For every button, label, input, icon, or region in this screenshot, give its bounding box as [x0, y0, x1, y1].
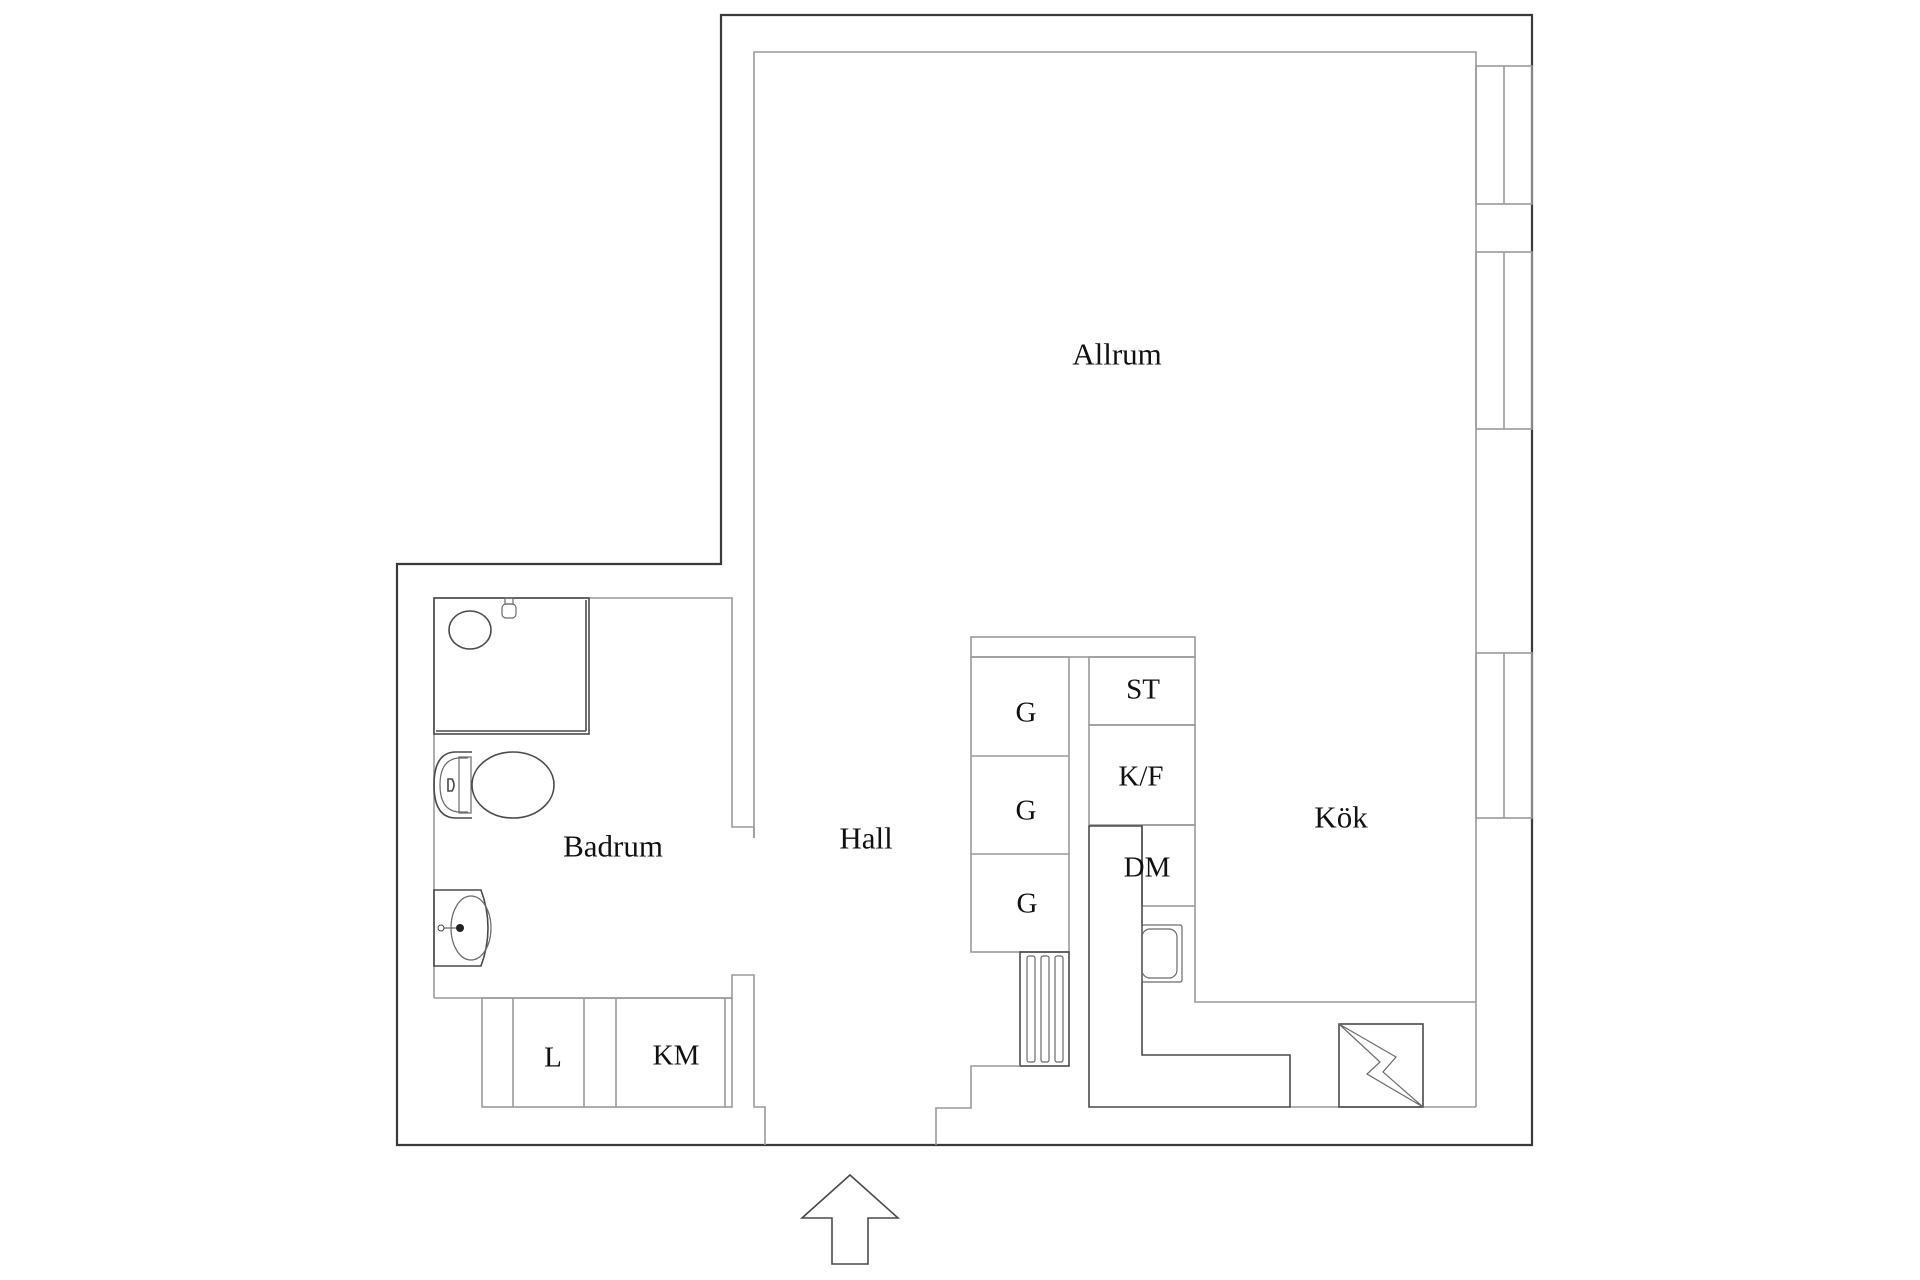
sink-icon	[433, 889, 492, 967]
fridge-freezer-label: K/F	[1118, 760, 1164, 793]
laundry-cabinets	[481, 997, 733, 1108]
room-label-badrum: Badrum	[563, 828, 663, 864]
bathroom-wall	[433, 597, 755, 998]
window-2	[1475, 251, 1533, 430]
room-label-hall: Hall	[839, 820, 893, 856]
allrum-inner-wall	[753, 51, 1477, 1107]
shower-icon	[433, 597, 590, 735]
wardrobe-block	[970, 636, 1196, 953]
washing-machine-label: KM	[652, 1039, 700, 1072]
wardrobe-label-1: G	[1015, 696, 1037, 729]
dishwasher-label: DM	[1123, 851, 1171, 884]
toilet-icon	[433, 751, 555, 819]
kitchen-column	[1088, 656, 1476, 1108]
wardrobe-label-2: G	[1015, 794, 1037, 827]
outer-wall	[395, 13, 1534, 1147]
kitchen-sink-icon	[1141, 924, 1183, 983]
kitchen-counter	[1088, 825, 1291, 1108]
window-3	[1475, 652, 1533, 819]
room-label-allrum: Allrum	[1072, 336, 1162, 372]
hall-right-wall	[935, 1065, 1020, 1145]
stove-label: ST	[1126, 673, 1160, 706]
room-label-kok: Kök	[1314, 799, 1368, 835]
entrance-arrow-icon	[799, 1173, 901, 1265]
wardrobe-label-3: G	[1016, 887, 1038, 920]
window-1	[1475, 65, 1533, 205]
electrical-cabinet-icon	[1338, 1023, 1424, 1108]
cabinet-l-label: L	[544, 1041, 562, 1074]
bathroom-lower-wall	[434, 974, 766, 1145]
radiator-icon	[1019, 951, 1070, 1067]
